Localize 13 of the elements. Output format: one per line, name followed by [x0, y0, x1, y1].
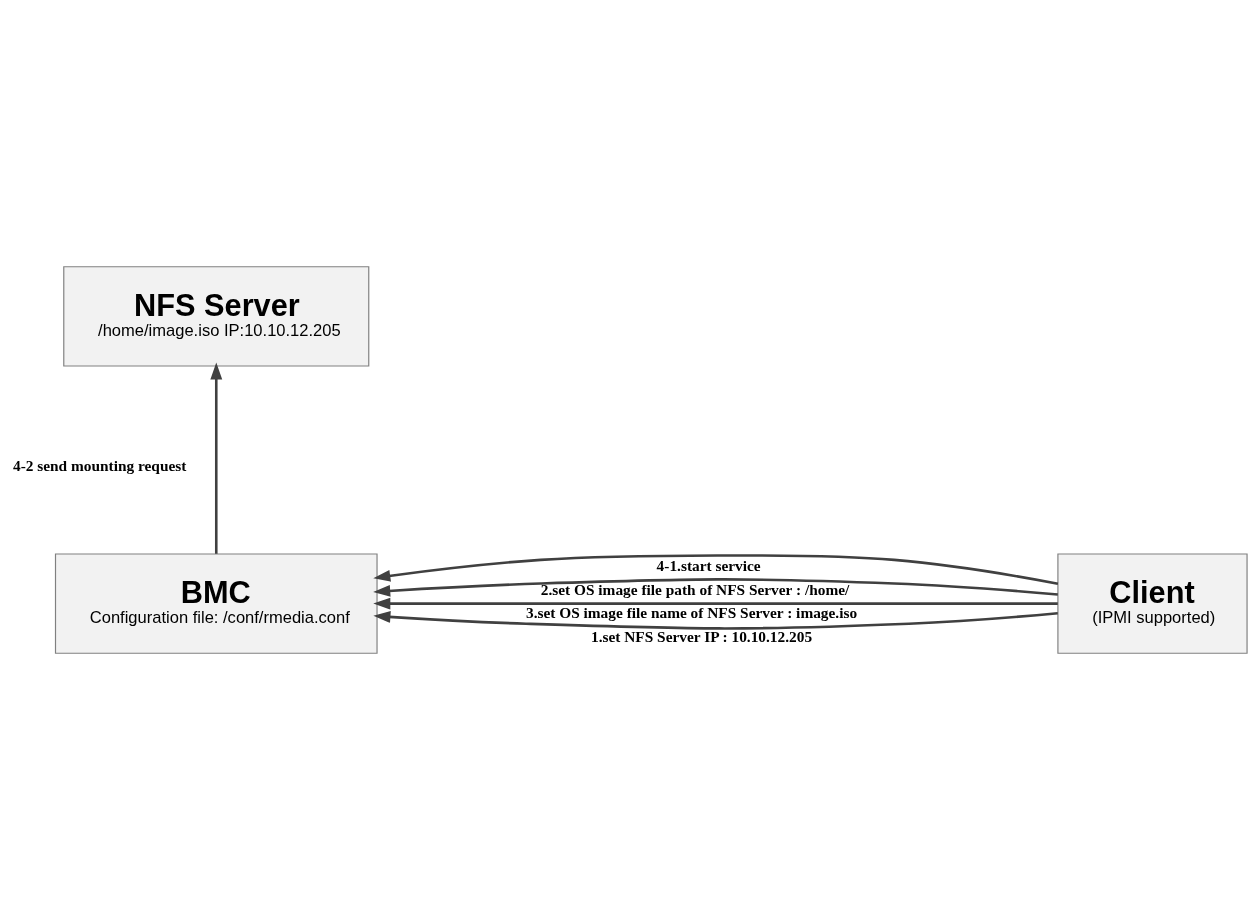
edge-label: 4-2 send mounting request [12, 457, 187, 475]
edge-label: 2.set OS image file path of NFS Server : /home/ [540, 580, 850, 598]
node-box: BMC Configuration file: /conf/rmedia.conf [54, 553, 378, 654]
arrow [373, 554, 1059, 585]
edge-label: 4-1.start service [656, 557, 761, 574]
arrow [373, 597, 1058, 610]
node-box: NFS Server /home/image.iso IP:10.10.12.205 [63, 266, 370, 367]
arrow [373, 578, 1058, 597]
edge-label: 3.set OS image file name of NFS Server : image.iso [525, 604, 858, 622]
edge-label: 1.set NFS Server IP : 10.10.12.205 [590, 627, 813, 645]
arrow [210, 362, 223, 554]
arrow [373, 610, 1058, 630]
node-box: Client (IPMI supported) [1057, 553, 1248, 654]
